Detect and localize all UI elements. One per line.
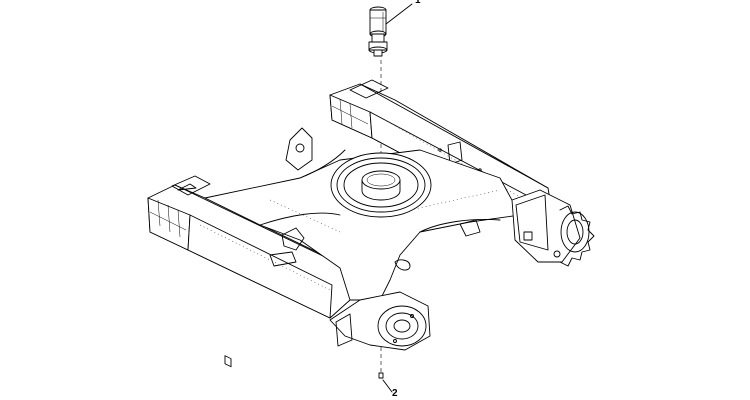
- travel-motor: [511, 189, 595, 267]
- callout-leader-2: [382, 379, 393, 393]
- left-track-frame: [147, 175, 351, 368]
- swivel-joint-part: [368, 6, 388, 57]
- callout-label-1: 1: [415, 0, 421, 6]
- fastener-part: [378, 372, 384, 379]
- callout-leader-1: [385, 3, 413, 25]
- idler-assembly: [329, 291, 431, 351]
- callout-label-2: 2: [392, 388, 398, 399]
- slewing-ring: [330, 152, 432, 218]
